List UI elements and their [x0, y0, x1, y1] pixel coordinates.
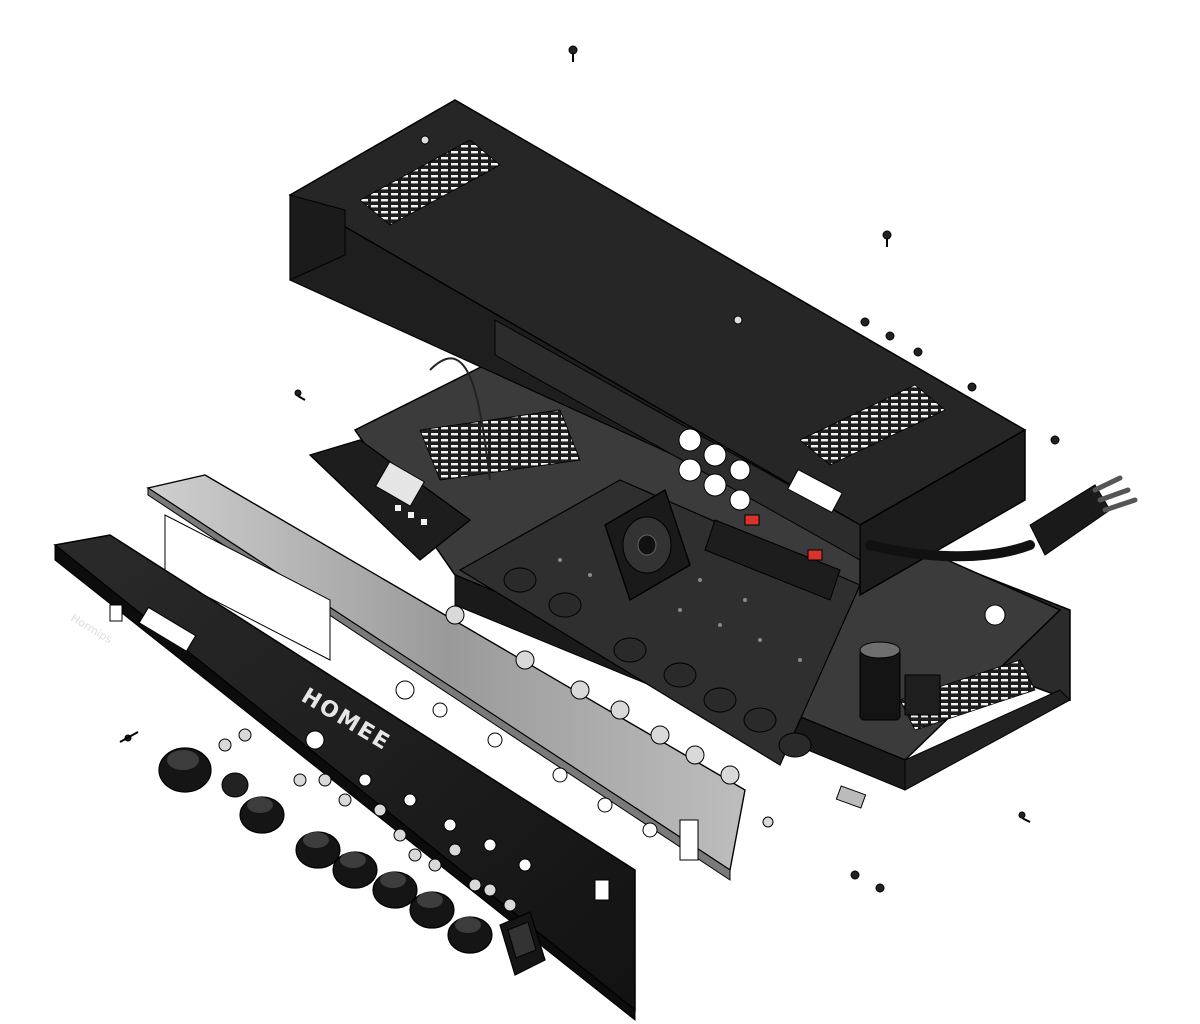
rocker-switch [499, 911, 546, 976]
red-terminal-1 [744, 514, 760, 526]
faceplate-logo: Hormips [68, 611, 114, 646]
cooling-fan [604, 488, 691, 602]
mp3-module [308, 357, 491, 561]
inner-frame [146, 474, 746, 881]
potentiometers [503, 567, 812, 758]
power-cord [865, 475, 1138, 562]
nuts-washers [218, 605, 774, 912]
knob-icon [158, 747, 493, 954]
screws [119, 45, 1060, 893]
power-plug-icon [1029, 484, 1111, 556]
capacitor [859, 641, 941, 721]
red-terminal-2 [807, 549, 823, 561]
top-cover [288, 99, 1027, 597]
control-knobs [158, 747, 493, 954]
switch-icon [507, 921, 537, 959]
screw-icon [568, 45, 578, 62]
speaker-terminal-block [704, 514, 841, 601]
